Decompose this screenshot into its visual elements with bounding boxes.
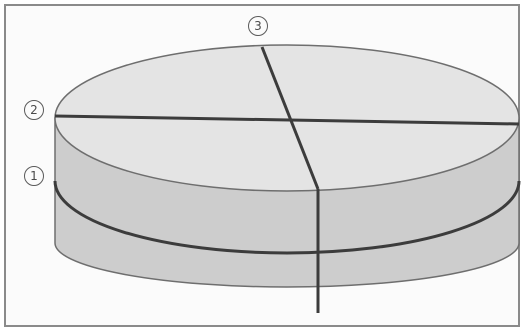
marker-2: 2 [24, 100, 44, 120]
marker-1: 1 [24, 166, 44, 186]
marker-3: 3 [248, 16, 268, 36]
